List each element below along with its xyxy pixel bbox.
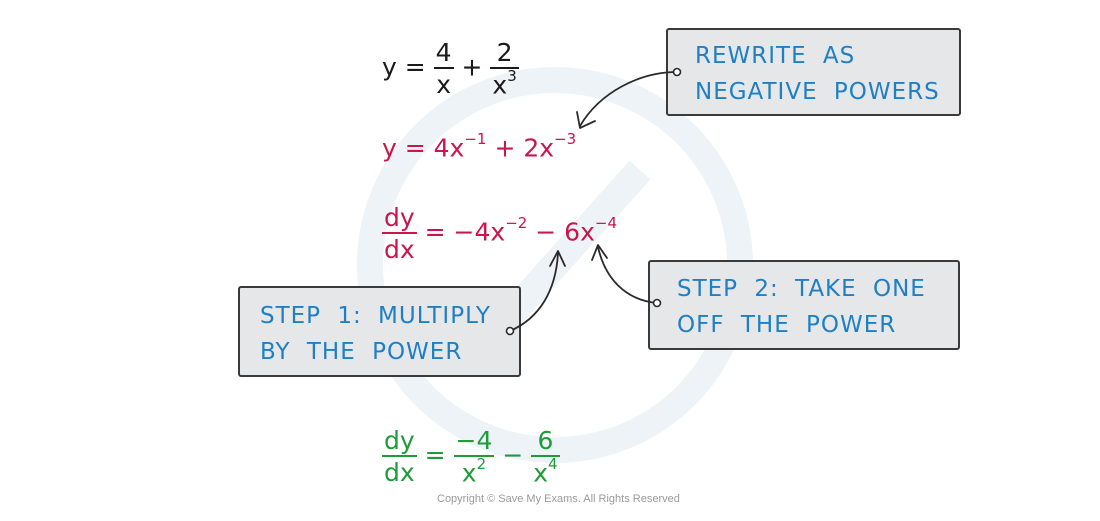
eq4-frac2-num: 6 [531,428,560,457]
eq4-minus: − [502,440,524,470]
final-equation: dy dx = −4 x2 − 6 x4 [382,428,560,485]
step1-arrowhead [549,250,566,267]
rewrite-arrowhead [576,111,596,129]
eq3-dydx: dy dx [382,205,417,262]
note-rewrite-line2: NEGATIVE POWERS [695,79,940,105]
eq3-term1-exp: −2 [505,214,528,233]
eq2-equals: = [404,133,426,163]
note-step1-line1: STEP 1: MULTIPLY [260,303,491,329]
eq2-lhs: y [382,133,397,163]
eq3-term2: 6x [564,217,595,247]
eq3-dy: dy [382,203,417,234]
eq1-equals: = [404,52,426,82]
derivative-equation: dy dx = −4x−2 − 6x−4 [382,205,617,262]
eq2-term2: 2x [523,133,555,163]
eq4-dydx: dy dx [382,428,417,485]
eq4-frac2-den-base: x [533,458,549,488]
eq1-fraction-1: 4 x [433,38,454,100]
rewrite-arrow [579,71,678,127]
eq3-dx: dx [384,235,415,264]
eq4-frac1-den-base: x [461,458,477,488]
note-step2-line1: STEP 2: TAKE ONE [677,276,926,302]
eq2-term1-exp: −1 [464,130,487,148]
eq4-frac1-den: x2 [454,455,495,488]
eq1-frac1-den: x [436,70,451,100]
note-step2-line2: OFF THE POWER [677,312,897,338]
eq1-frac2-den: x3 [490,67,518,100]
step1-arrow [509,252,559,332]
eq4-dy: dy [382,426,417,458]
eq1-frac2-num: 2 [490,40,519,69]
eq1-plus: + [461,52,483,82]
eq3-term1: −4x [453,217,506,247]
eq4-frac2-den-exp: 4 [548,455,558,473]
step1-arrow-dot [505,326,515,336]
copyright-text: Copyright © Save My Exams. All Rights Re… [437,493,680,505]
eq4-fraction-1: −4 x2 [453,426,495,488]
eq1-frac2-den-base: x [492,70,508,100]
eq3-equals: = [424,217,446,247]
eq4-equals: = [424,440,446,470]
original-equation: y = 4 x + 2 x3 [382,40,519,97]
note-step2: STEP 2: TAKE ONE OFF THE POWER [648,260,960,350]
eq4-frac1-den-exp: 2 [476,455,487,473]
note-step1-line2: BY THE POWER [260,339,463,365]
eq4-dx: dx [384,458,415,488]
eq4-frac2-den: x4 [531,455,559,488]
step2-arrow [597,246,658,304]
eq3-term2-exp: −4 [594,214,617,233]
eq1-lhs: y [382,52,397,82]
eq2-term2-exp: −3 [554,130,577,148]
rewrite-arrow-dot [672,67,682,77]
eq1-fraction-2: 2 x3 [490,40,519,100]
eq1-frac2-den-exp: 3 [507,67,517,85]
eq2-plus: + [494,133,516,163]
step2-arrowhead [591,244,608,261]
eq2-term1: 4x [433,133,465,163]
eq4-fraction-2: 6 x4 [531,428,560,488]
step2-arrow-dot [652,298,662,308]
eq4-frac1-num: −4 [453,426,495,457]
eq1-frac1-num: 4 [433,38,454,70]
rewritten-equation: y = 4x−1 + 2x−3 [382,132,576,163]
note-rewrite: REWRITE AS NEGATIVE POWERS [666,28,961,116]
eq3-minus: − [535,217,557,247]
note-rewrite-line1: REWRITE AS [695,43,856,69]
note-step1: STEP 1: MULTIPLY BY THE POWER [238,286,521,377]
